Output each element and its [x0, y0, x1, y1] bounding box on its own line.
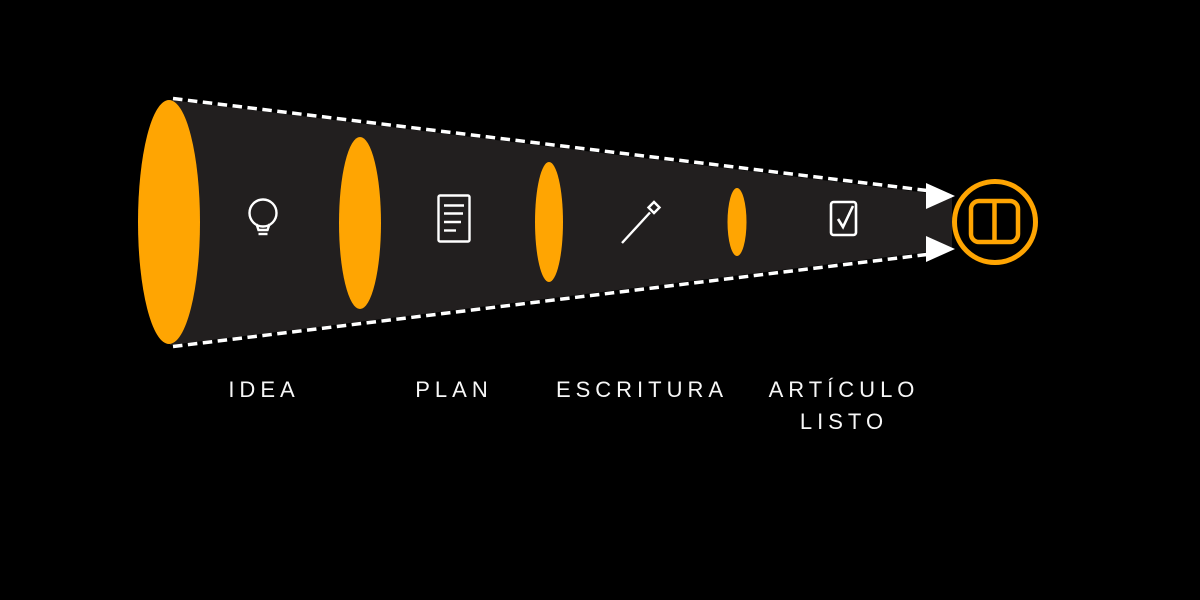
stage-label-articulo-listo: ARTÍCULO LISTO: [769, 374, 920, 438]
stage-ellipse-2: [339, 137, 381, 309]
stage-ellipse-4: [727, 188, 747, 256]
pen-icon: [621, 200, 662, 244]
stage-ellipse-3: [535, 162, 563, 282]
stage-label-plan: PLAN: [415, 377, 493, 402]
document-icon: [437, 194, 471, 243]
funnel-bottom-dashed-line: [172, 252, 932, 349]
stage-label-line-1: ARTÍCULO: [768, 377, 920, 402]
stage-ellipse-1: [138, 100, 200, 344]
stage-label-line-2: LISTO: [799, 409, 889, 434]
lightbulb-icon: [248, 198, 278, 236]
arrow-bottom-icon: [926, 236, 955, 262]
stage-label-idea: IDEA: [228, 377, 300, 402]
arrow-top-icon: [926, 183, 955, 209]
open-book-icon: [952, 179, 1038, 265]
funnel-top-dashed-line: [172, 96, 932, 193]
checkbox-icon: [829, 200, 858, 237]
stage-label-escritura: ESCRITURA: [555, 377, 729, 402]
